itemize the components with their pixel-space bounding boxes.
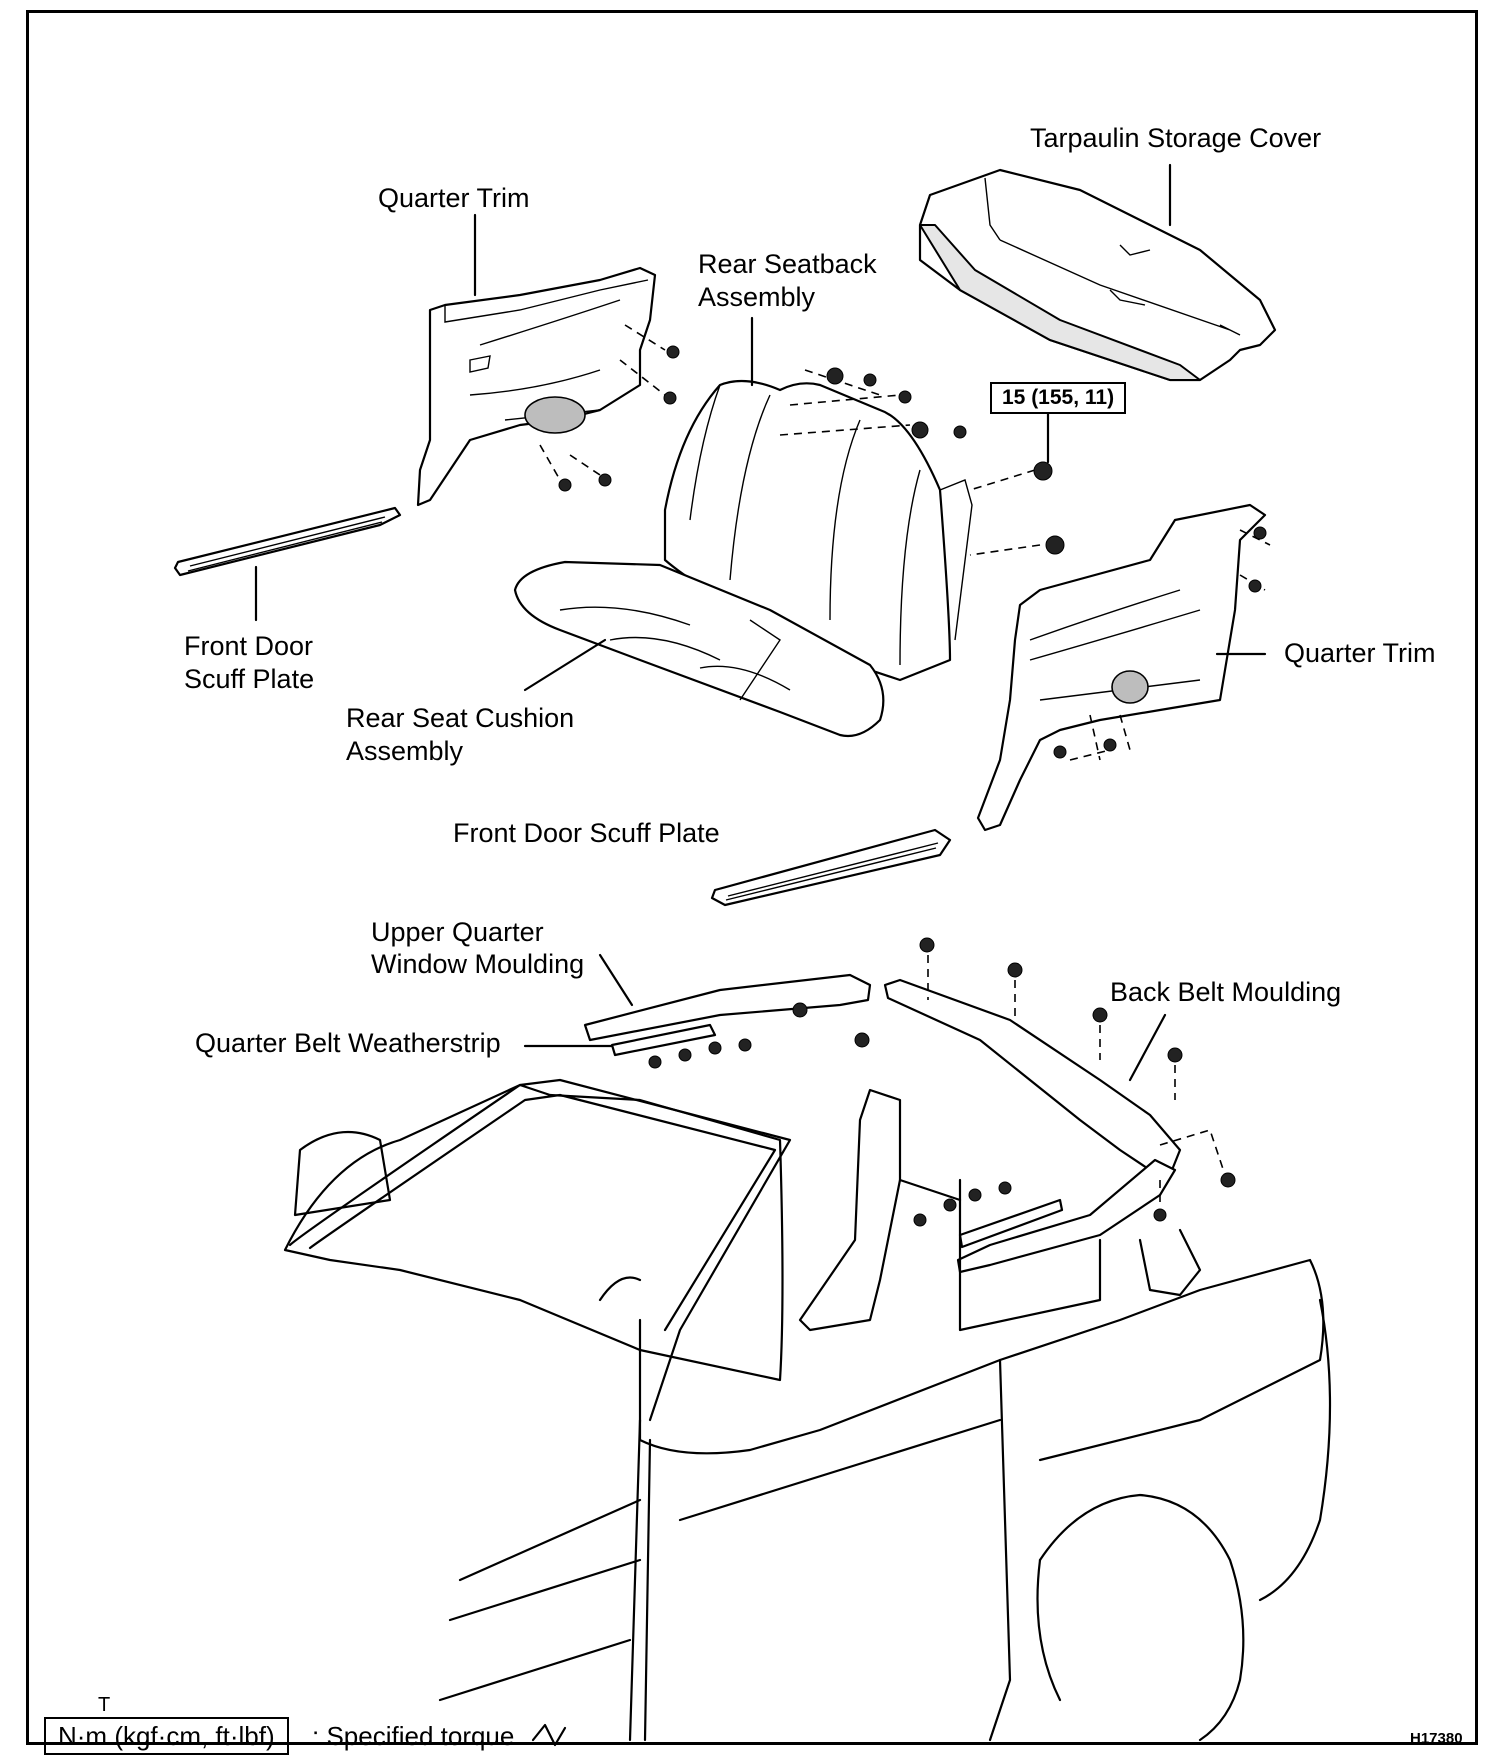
quarter-trim-left-part (416, 266, 657, 507)
label-back-belt-moulding: Back Belt Moulding (1110, 977, 1342, 1007)
front-door-scuff-plate-right-part (710, 828, 952, 907)
rear-seat-cushion-assembly-part (513, 560, 885, 738)
back-belt-moulding-part (883, 978, 1182, 1274)
diagram-frame (26, 10, 1478, 1745)
label-rear-seatback-line2: Assembly (698, 282, 816, 312)
label-front-door-scuff-left-line2: Scuff Plate (184, 664, 315, 694)
label-rear-seatback-line1: Rear Seatback (698, 249, 877, 279)
quarter-trim-right-part (976, 503, 1267, 832)
label-front-door-scuff-right: Front Door Scuff Plate (453, 818, 720, 848)
label-rear-seat-cushion-line1: Rear Seat Cushion (346, 703, 575, 733)
front-door-scuff-plate-left-part (173, 506, 402, 577)
label-quarter-trim-left: Quarter Trim (378, 183, 530, 213)
label-upper-quarter-line1: Upper Quarter (371, 917, 544, 947)
label-quarter-trim-right: Quarter Trim (1284, 638, 1436, 668)
legend-t-mark: T (98, 1694, 111, 1716)
upper-quarter-window-moulding-part (583, 973, 872, 1057)
tarpaulin-storage-cover-part (918, 168, 1277, 382)
leader-lines (254, 163, 1267, 1747)
label-upper-quarter-line2: Window Moulding (371, 949, 585, 979)
legend-unit-box: N·m (kgf·cm, ft·lbf) (44, 1717, 289, 1755)
torque-spec-box: 15 (155, 11) (990, 382, 1127, 414)
label-quarter-belt-weatherstrip: Quarter Belt Weatherstrip (195, 1028, 501, 1058)
legend-text: : Specified torque (312, 1721, 515, 1751)
convertible-car-body (283, 1078, 1332, 1742)
label-tarpaulin-storage-cover: Tarpaulin Storage Cover (1030, 123, 1322, 153)
label-front-door-scuff-left-line1: Front Door (184, 631, 314, 661)
fasteners (539, 324, 1271, 1227)
figure-id: H17380 (1410, 1730, 1463, 1747)
label-rear-seat-cushion-line2: Assembly (346, 736, 464, 766)
